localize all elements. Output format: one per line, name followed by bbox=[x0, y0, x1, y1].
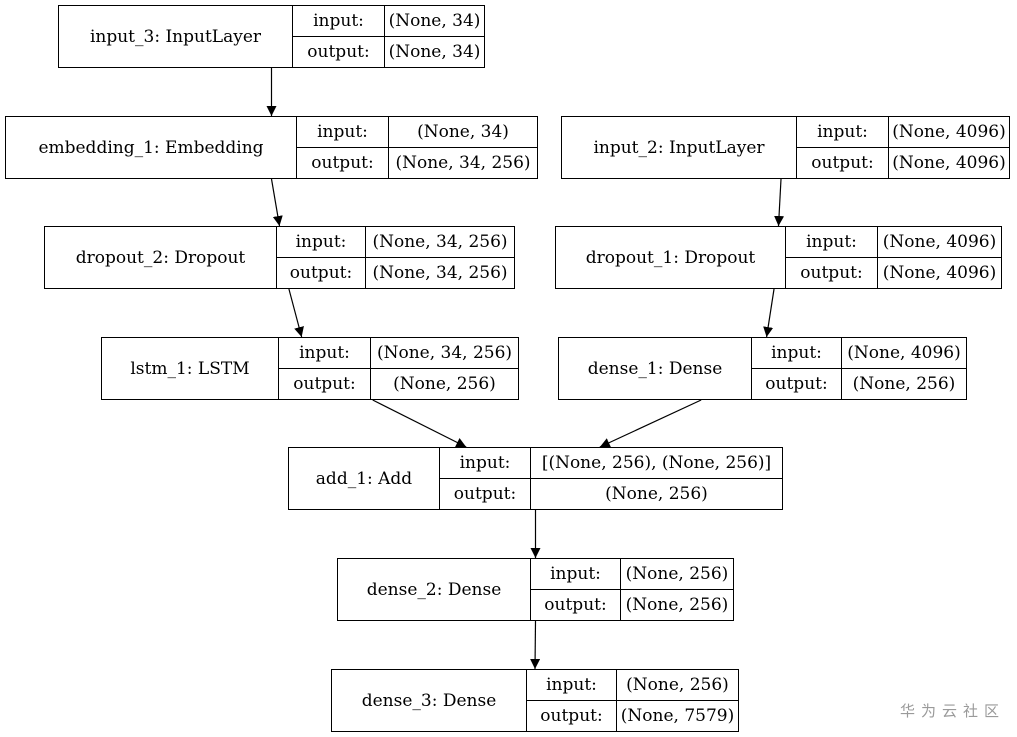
watermark-text: 华为云社区 bbox=[899, 702, 1005, 720]
node-dropout_1: dropout_1: Dropout input:(None, 4096) ou… bbox=[555, 226, 1002, 289]
input-label: input: bbox=[752, 338, 842, 368]
layer-name: embedding_1: Embedding bbox=[6, 117, 297, 178]
edge-embedding_1-to-dropout_2 bbox=[270, 178, 283, 227]
input-shape: (None, 256) bbox=[626, 675, 729, 695]
node-lstm_1: lstm_1: LSTM input:(None, 34, 256) outpu… bbox=[101, 337, 519, 400]
input-label: input: bbox=[527, 670, 617, 700]
output-label: output: bbox=[797, 148, 889, 178]
output-shape: (None, 256) bbox=[393, 374, 496, 394]
layer-name: lstm_1: LSTM bbox=[102, 338, 279, 399]
output-shape: (None, 4096) bbox=[892, 153, 1006, 173]
output-label: output: bbox=[277, 258, 366, 288]
node-embedding_1: embedding_1: Embedding input:(None, 34) … bbox=[5, 116, 538, 179]
input-shape: (None, 34) bbox=[417, 122, 509, 142]
layer-name: dropout_2: Dropout bbox=[45, 227, 277, 288]
input-label: input: bbox=[279, 338, 371, 368]
input-shape: (None, 34) bbox=[388, 11, 481, 31]
layer-name: input_2: InputLayer bbox=[562, 117, 797, 178]
edge-dropout_2-to-lstm_1 bbox=[288, 288, 304, 338]
output-label: output: bbox=[279, 369, 371, 399]
input-shape: (None, 34, 256) bbox=[372, 232, 508, 252]
output-shape: (None, 34, 256) bbox=[372, 263, 508, 283]
edge-dense_2-to-dense_3 bbox=[530, 620, 541, 670]
edge-input_2-to-dropout_1 bbox=[774, 178, 785, 227]
edge-dropout_1-to-dense_1 bbox=[763, 288, 775, 338]
edge-lstm_1-to-add_1 bbox=[372, 399, 467, 448]
output-label: output: bbox=[531, 590, 621, 620]
node-dense_1: dense_1: Dense input:(None, 4096) output… bbox=[558, 337, 967, 400]
output-shape: (None, 256) bbox=[625, 595, 729, 615]
node-input_3: input_3: InputLayer input:(None, 34) out… bbox=[58, 5, 485, 68]
node-dense_3: dense_3: Dense input: (None, 256) output:… bbox=[331, 669, 739, 732]
input-shape: (None, 4096) bbox=[847, 343, 961, 363]
input-label: input: bbox=[277, 227, 366, 257]
node-dense_2: dense_2: Dense input:(None, 256) output:… bbox=[337, 558, 734, 621]
layer-name: dense_2: Dense bbox=[338, 559, 531, 620]
input-shape: (None, 34, 256) bbox=[376, 343, 513, 363]
output-label: output: bbox=[786, 258, 878, 288]
input-shape: [(None, 256), (None, 256)] bbox=[541, 453, 772, 473]
output-shape: (None, 34) bbox=[388, 42, 481, 62]
layer-name: dense_1: Dense bbox=[559, 338, 752, 399]
input-shape: (None, 4096) bbox=[882, 232, 997, 252]
layer-name: add_1: Add bbox=[289, 448, 440, 509]
output-shape: (None, 7579) bbox=[620, 706, 735, 726]
output-label: output: bbox=[752, 369, 842, 399]
layer-name: input_3: InputLayer bbox=[59, 6, 293, 67]
output-label: output: bbox=[440, 479, 531, 509]
output-shape: (None, 4096) bbox=[882, 263, 997, 283]
output-label: output: bbox=[297, 148, 389, 178]
output-label: output: bbox=[293, 37, 385, 67]
output-shape: (None, 256) bbox=[605, 484, 708, 504]
node-input_2: input_2: InputLayer input:(None, 4096) o… bbox=[561, 116, 1010, 179]
input-shape: (None, 256) bbox=[625, 564, 729, 584]
input-label: input: bbox=[786, 227, 878, 257]
input-label: input: bbox=[531, 559, 621, 589]
output-shape: (None, 34, 256) bbox=[395, 153, 531, 173]
input-label: input: bbox=[797, 117, 889, 147]
node-dropout_2: dropout_2: Dropout input: (None, 34, 256)… bbox=[44, 226, 515, 289]
input-label: input: bbox=[440, 448, 531, 478]
output-label: output: bbox=[527, 701, 617, 731]
layer-name: dense_3: Dense bbox=[332, 670, 527, 731]
edge-dense_1-to-add_1 bbox=[599, 399, 702, 448]
node-add_1: add_1: Add input: [(None, 256), (None, 25… bbox=[288, 447, 783, 510]
input-label: input: bbox=[293, 6, 385, 36]
layer-name: dropout_1: Dropout bbox=[556, 227, 786, 288]
input-shape: (None, 4096) bbox=[892, 122, 1006, 142]
input-label: input: bbox=[297, 117, 389, 147]
output-shape: (None, 256) bbox=[852, 374, 956, 394]
